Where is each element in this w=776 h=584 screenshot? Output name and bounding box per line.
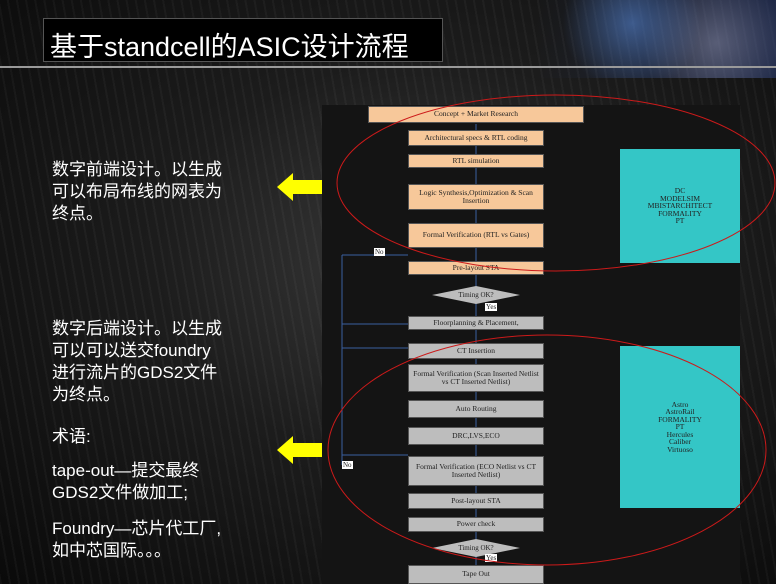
- frontend-ellipse: [337, 95, 775, 271]
- backend-ellipse: [328, 335, 766, 565]
